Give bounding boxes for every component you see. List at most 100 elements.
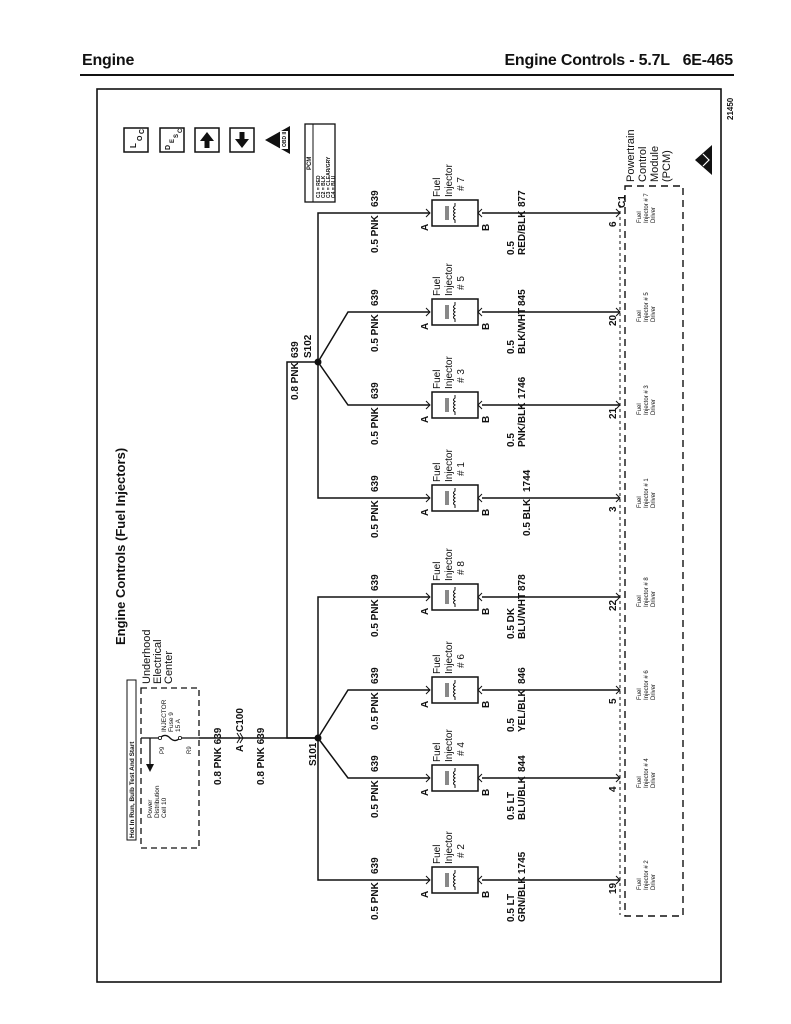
control-wire-label: BLU/BLK: [517, 775, 528, 820]
supply-wire-circuit: 639: [370, 755, 381, 772]
fuse-icon: [150, 734, 199, 742]
loc-icon: L O C: [123, 127, 149, 153]
injector-number: # 3: [456, 369, 467, 383]
supply-wire: [317, 311, 430, 363]
pin-b-label: B: [481, 509, 492, 516]
pcm-name-line: Powertrain: [625, 129, 637, 182]
injector-driver-label: Fuel: [637, 878, 643, 890]
pcm-key-line: C4 = BLU: [331, 175, 337, 198]
injector-driver-label: Driver: [651, 207, 657, 223]
solenoid-coil-icon: [453, 395, 456, 415]
solenoid-coil-icon: [453, 302, 456, 322]
supply-wire: [317, 737, 430, 779]
control-wire-label: 0.5 BLK: [522, 498, 533, 536]
supply-wire: [317, 212, 430, 362]
feed-wire-label-1: 0.8 PNK 639: [213, 727, 224, 785]
injector-label-line: Injector: [444, 449, 455, 482]
pcm-name-line: Module: [649, 146, 661, 182]
obd-ii-triangle-icon: OBD II: [265, 126, 290, 154]
supply-wire-circuit: 639: [370, 574, 381, 591]
control-wire-label: RED/BLK: [517, 210, 528, 255]
esd-warning-icon: [695, 145, 712, 175]
pin-a-label: A: [420, 509, 431, 516]
splice-link-wire-label: 0.8 PNK: [290, 361, 301, 400]
injector-driver-label: Fuel: [637, 595, 643, 607]
pcm-name-line: (PCM): [661, 150, 673, 182]
circuit-number: 844: [517, 755, 528, 772]
fuse-name-line: 15 A: [175, 718, 182, 732]
injector-driver-label: Fuel: [637, 403, 643, 415]
splice-s101-label: S101: [308, 742, 319, 766]
solenoid-coil-icon: [453, 587, 456, 607]
supply-wire-label: 0.5 PNK: [370, 406, 381, 445]
pin-b-connector: [477, 493, 483, 503]
splice-s102-label: S102: [303, 334, 314, 358]
supply-wire-label: 0.5 PNK: [370, 779, 381, 818]
svg-text:D: D: [165, 145, 172, 150]
supply-wire-circuit: 639: [370, 857, 381, 874]
arrow-up-icon: [194, 127, 220, 153]
supply-wire: [317, 361, 430, 406]
pin-b-connector: [477, 400, 483, 410]
injector-driver-label: Fuel: [637, 211, 643, 223]
pcm-pin-connector: [615, 875, 621, 885]
pin-b-connector: [477, 592, 483, 602]
figure-number: 21450: [726, 97, 735, 120]
solenoid-coil-icon: [453, 680, 456, 700]
pcm-key-line: C3 = CLEAR/GRY: [326, 156, 332, 198]
pin-a-connector: [425, 307, 431, 317]
injector-label-line: Fuel: [432, 562, 443, 581]
pin-a-label: A: [420, 701, 431, 708]
injector-number: # 2: [456, 844, 467, 858]
injector-label-line: Injector: [444, 831, 455, 864]
solenoid-coil-icon: [453, 488, 456, 508]
injector-driver-label: Injector # 7: [644, 193, 650, 223]
injector-driver-label: Injector # 5: [644, 292, 650, 322]
pcm-key-line: C1 = RED: [316, 175, 322, 198]
pin-a-label: A: [420, 789, 431, 796]
injector-driver-label: Driver: [651, 591, 657, 607]
svg-text:E: E: [170, 139, 176, 143]
underhood-center-box: [140, 687, 200, 849]
injector-driver-label: Driver: [651, 874, 657, 890]
injector-driver-label: Driver: [651, 492, 657, 508]
injector-driver-label: Injector # 2: [644, 860, 650, 890]
control-wire-label: PNK/BLK: [517, 402, 528, 447]
injector-driver-label: Driver: [651, 772, 657, 788]
diagram-frame: [96, 88, 722, 983]
pin-b-label: B: [481, 701, 492, 708]
desc-icon: D E S C: [159, 127, 185, 153]
header-section: Engine: [82, 52, 135, 69]
power-source: Hot In Run, Bulb Test And Start Underhoo…: [126, 630, 200, 849]
fuse-name-line: INJECTOR: [161, 699, 168, 732]
circuit-number: 877: [517, 190, 528, 207]
injector-label-line: Fuel: [432, 370, 443, 389]
supply-wire-circuit: 639: [370, 667, 381, 684]
pcm-key-line: C2 = BLK: [321, 175, 327, 198]
injector-driver-label: Driver: [651, 399, 657, 415]
pin-b-label: B: [481, 323, 492, 330]
supply-wire-label: 0.5 PNK: [370, 598, 381, 637]
circuit-number: 846: [517, 667, 528, 684]
underhood-center-name-line: Center: [163, 651, 175, 684]
svg-text:C: C: [178, 128, 184, 133]
injector-label-line: Injector: [444, 164, 455, 197]
pin-a-label: A: [420, 323, 431, 330]
header-rule: [80, 74, 734, 76]
control-wire-label: 0.5: [506, 241, 517, 255]
control-wire-label: BLK/WHT: [517, 308, 528, 354]
control-wire-label: 0.5 DK: [506, 607, 517, 639]
pin-a-connector: [425, 685, 431, 695]
supply-wire: [317, 738, 430, 881]
pin-b-connector: [477, 875, 483, 885]
pin-b-label: B: [481, 891, 492, 898]
supply-wire-label: 0.5 PNK: [370, 499, 381, 538]
control-wire-label: 0.5: [506, 340, 517, 354]
injector-label-line: Fuel: [432, 178, 443, 197]
